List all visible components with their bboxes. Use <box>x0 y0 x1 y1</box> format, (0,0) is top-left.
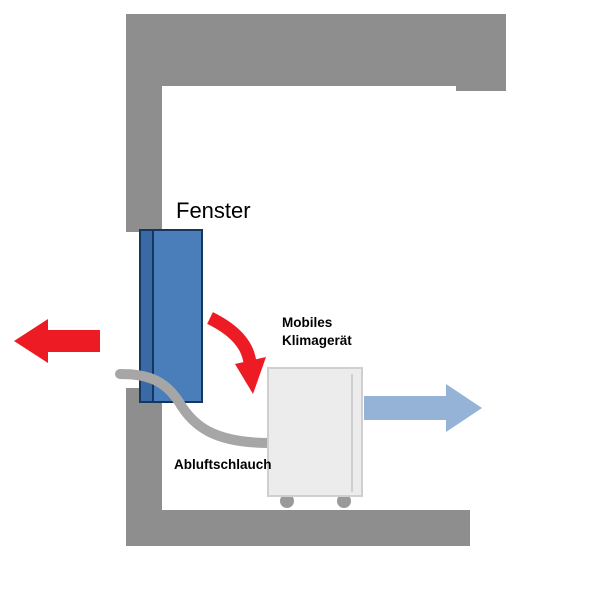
exhaust-hose <box>115 369 275 448</box>
unit-wheel-left <box>280 494 294 508</box>
wall-left-upper <box>126 14 162 232</box>
unit-wheel-right <box>337 494 351 508</box>
hose-label: Abluftschlauch <box>174 457 272 472</box>
unit-label-line1: Mobiles <box>282 315 332 330</box>
floor <box>126 510 470 546</box>
hot-air-out-arrow <box>14 319 100 363</box>
wall-left-lower <box>126 388 162 512</box>
ac-unit-body <box>267 367 363 497</box>
window-outflow-arrow-curve <box>207 312 257 365</box>
wall-ceiling <box>126 14 506 86</box>
cool-air-arrow <box>364 384 482 432</box>
unit-label-line2: Klimagerät <box>282 333 352 348</box>
window-outflow-arrowhead <box>235 357 266 394</box>
wall-right-stub <box>456 14 506 91</box>
window-sash <box>139 229 154 403</box>
window-label: Fenster <box>176 198 251 223</box>
